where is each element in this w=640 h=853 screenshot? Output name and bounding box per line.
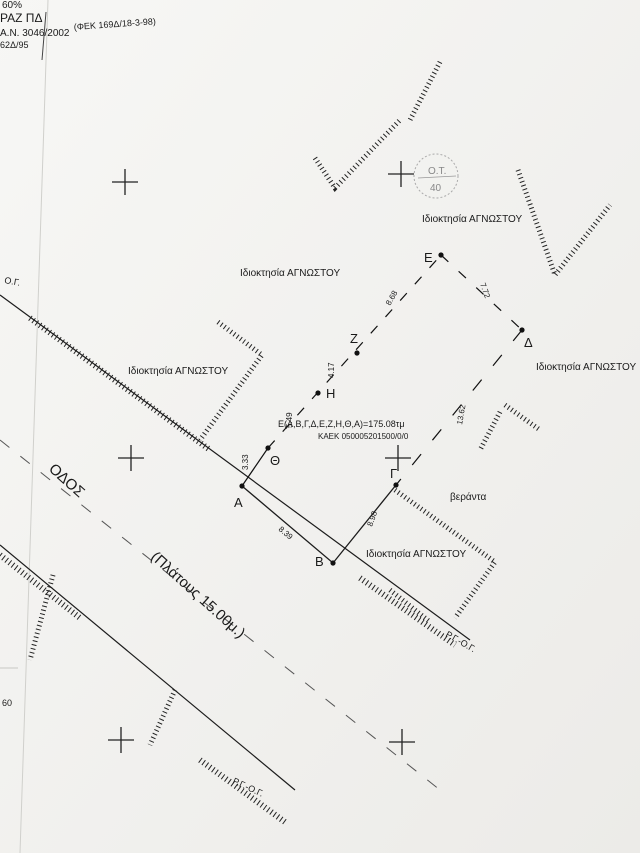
header-line3: Α.Ν. 3046/2002 (0, 28, 70, 39)
property-right-label: Ιδιοκτησία ΑΓΝΩΣΤΟΥ (536, 361, 636, 373)
road-lines (0, 294, 471, 825)
kaek-label: ΚΑΕΚ 050005201500/0/0 (318, 432, 409, 441)
vertex-TH (265, 445, 271, 451)
header-line4: 62Δ/95 (0, 40, 29, 50)
grid-cross (385, 445, 411, 471)
label-Z: Ζ (350, 331, 358, 346)
neighbour-boundaries (27, 60, 612, 747)
parcel-edge-ED (440, 254, 523, 331)
vertex-Z (354, 350, 360, 356)
parcel-edge-DG (395, 329, 523, 486)
label-E: Ε (424, 250, 433, 265)
grid-cross (388, 161, 414, 187)
hatch-bottom-inner (388, 588, 432, 624)
block-stamp-circle (413, 153, 459, 199)
vertex-E (438, 252, 444, 258)
hatch-lower-left (27, 574, 56, 661)
dist-ATH: 3.33 (241, 454, 250, 470)
property-bottom-label: Ιδιοκτησία ΑΓΝΩΣΤΟΥ (366, 548, 466, 560)
vertex-B (330, 560, 336, 566)
label-D: Δ (524, 335, 533, 350)
block-stamp-bottom: 40 (430, 183, 442, 194)
building-line (0, 439, 441, 791)
label-TH: Θ (270, 453, 280, 468)
road-line-upper (0, 294, 471, 641)
og-left-label: Ο.Γ. (4, 275, 21, 288)
veranda-label: βεράντα (450, 491, 486, 503)
block-stamp-top: Ο.Τ. (428, 166, 446, 177)
vertex-labels: Α Β Γ Δ Ε Ζ Η Θ (234, 250, 533, 569)
grid-cross (112, 169, 138, 195)
label-G: Γ (390, 466, 397, 481)
label-B: Β (315, 554, 324, 569)
block-stamp-divider (417, 175, 457, 179)
label-H: Η (326, 386, 335, 401)
fold-line (19, 0, 49, 853)
property-top-label: Ιδιοκτησία ΑΓΝΩΣΤΟΥ (240, 267, 340, 279)
grid-cross (118, 445, 144, 471)
area-label: Ε(Α,Β,Γ,Δ,Ε,Ζ,Η,Θ,Α)=175.08τμ (278, 419, 405, 429)
property-upper-right-label: Ιδιοκτησία ΑΓΝΩΣΤΟΥ (422, 213, 522, 225)
vertex-D (519, 327, 525, 333)
property-left-label: Ιδιοκτησία ΑΓΝΩΣΤΟΥ (128, 365, 228, 377)
grid-cross (108, 727, 134, 753)
dist-H-Z: 4.17 (327, 362, 336, 378)
header-divider (41, 11, 47, 61)
dist-D-G: 13.62 (455, 404, 467, 426)
header-line1: 60% (2, 0, 22, 11)
parcel-edge-ATH (241, 447, 269, 487)
label-A: Α (234, 495, 243, 510)
hatch-top-2 (312, 118, 402, 192)
grid-cross (389, 729, 415, 755)
header-line2: ΡΑΖ ΠΔ (0, 11, 42, 25)
vertex-H (315, 390, 321, 396)
dist-TH-H: 5.49 (285, 412, 294, 428)
block-stamp: Ο.Τ. 40 (413, 153, 459, 199)
hatch-road-lower (0, 552, 82, 621)
vertices (239, 252, 525, 566)
property-labels: Ιδιοκτησία ΑΓΝΩΣΤΟΥ Ιδιοκτησία ΑΓΝΩΣΤΟΥ … (128, 213, 636, 560)
edge-mark: 60 (2, 698, 12, 708)
vertex-A (239, 483, 245, 489)
hatch-top-1 (407, 60, 443, 122)
hatch-road-upper-right (358, 575, 457, 648)
hatch-road-lower-right (198, 757, 287, 825)
road-line-lower (0, 544, 296, 791)
grid-crosses (108, 161, 415, 755)
vertex-G (393, 482, 399, 488)
